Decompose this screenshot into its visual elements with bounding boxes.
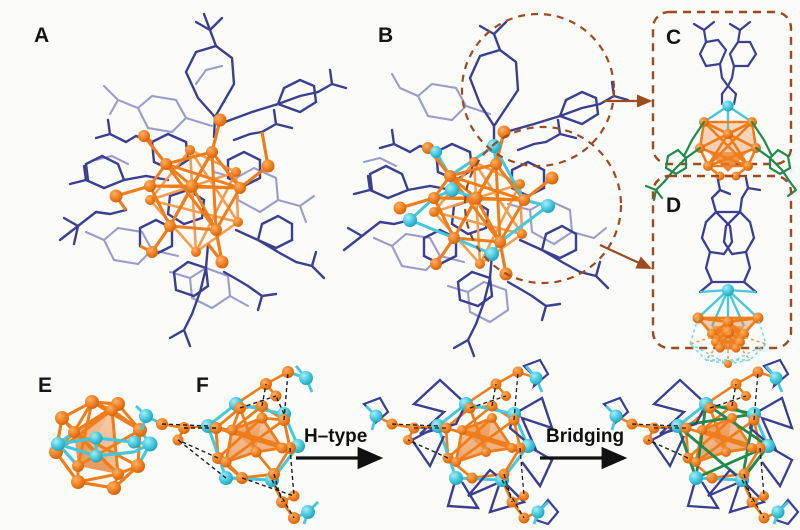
panel-e-label: E [38, 374, 52, 397]
arrow-bridging: Bridging [540, 426, 628, 470]
panel-a-full-structure: A [34, 12, 348, 348]
highlight-circle-lower [463, 125, 623, 285]
panel-d-frame [651, 174, 793, 350]
panel-d-dashed-contacts [689, 317, 767, 368]
panel-c-label: C [666, 26, 681, 49]
panel-d-cyan-center [697, 284, 759, 327]
stage2-dashed-contacts [391, 371, 525, 519]
panel-c-coordination-detail: C [644, 10, 798, 202]
stage-bridged [602, 358, 800, 526]
panel-b-metal-atoms [393, 125, 559, 281]
stage-h-type [362, 358, 560, 526]
arrow-h-type: H–type [296, 426, 384, 470]
panel-e-metal-atoms [49, 395, 147, 495]
panel-d-label: D [666, 194, 681, 217]
highlight-circle-upper [460, 12, 616, 168]
arrow-h-type-label: H–type [304, 426, 367, 447]
panel-b-highlight-regions [460, 12, 623, 285]
panel-b-callout-arrows [599, 94, 653, 269]
arrow-bridging-label: Bridging [546, 426, 624, 447]
panel-f-core-with-arms: F [135, 365, 319, 525]
panel-c-blue-ligand [692, 20, 758, 106]
panel-e-metal-core: E [38, 374, 158, 495]
panel-d-metal-core [692, 312, 764, 353]
panel-a-label: A [34, 24, 49, 47]
panel-f-dashed-contacts [161, 371, 295, 519]
stage3-arms [602, 358, 800, 526]
panel-d-cyan-atom [722, 284, 734, 296]
panel-a-metal-atoms [109, 113, 275, 269]
panel-f-arms [135, 365, 319, 525]
stage3-dashed-contacts [631, 371, 765, 519]
panel-b-label: B [378, 24, 393, 47]
panel-c-cyan-atom [722, 100, 734, 112]
panel-c-cyan-center [703, 100, 753, 134]
panel-d-blue-ligand [698, 176, 762, 294]
arrow-to-panel-d [599, 244, 652, 269]
panel-e-heteroatoms [51, 431, 158, 463]
panel-d-coordination-detail: D [651, 174, 793, 368]
panel-b-doped-structure: B [342, 12, 653, 358]
panel-f-label: F [196, 374, 209, 397]
panel-a-metal-core [109, 113, 275, 269]
